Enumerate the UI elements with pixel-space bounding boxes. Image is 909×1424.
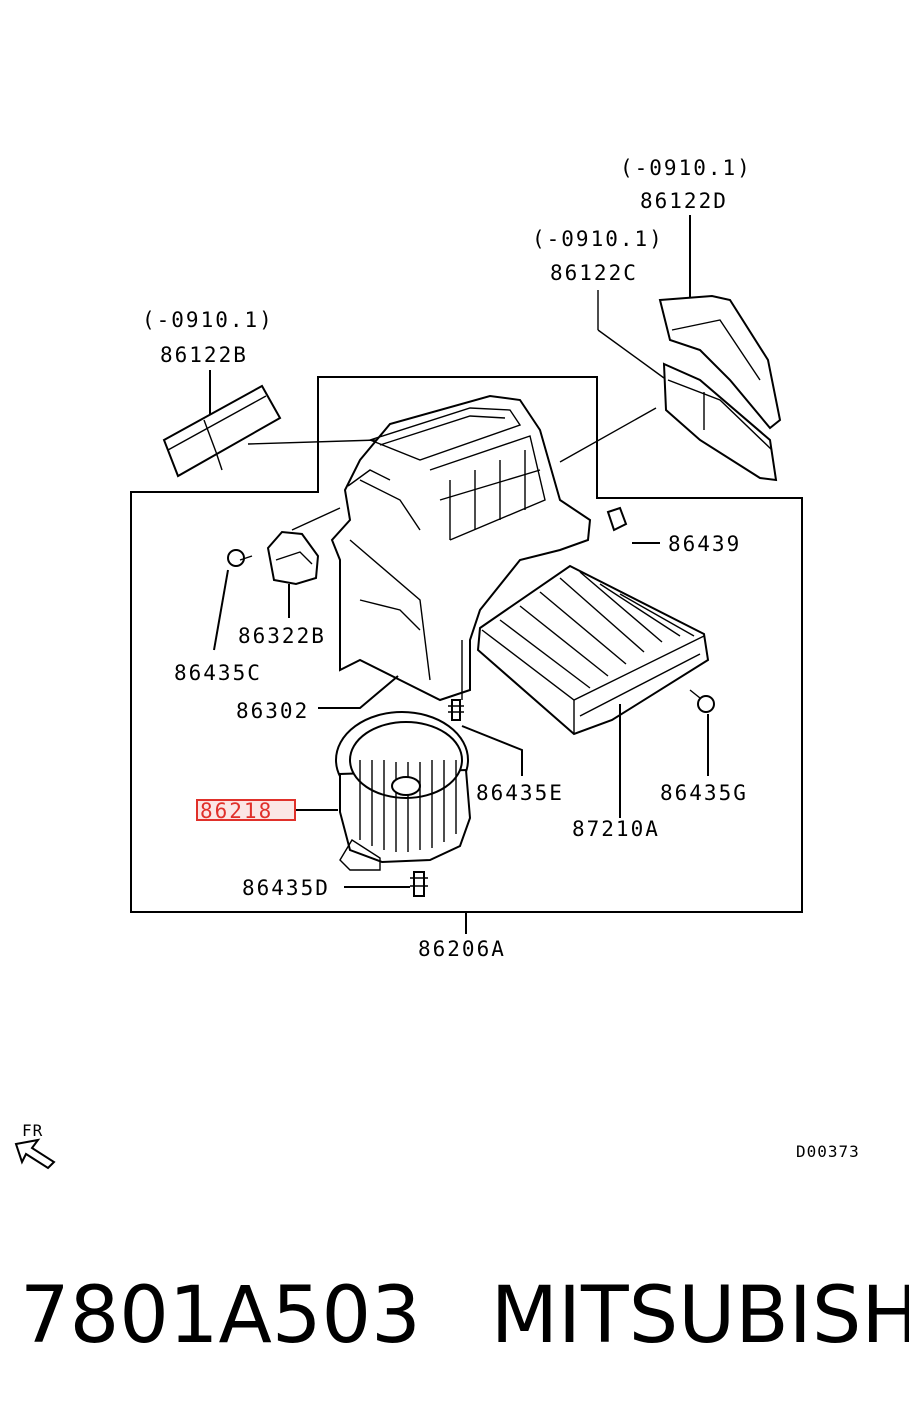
leader-86302 (318, 675, 399, 709)
screw-86435g (689, 689, 715, 776)
label-86439: 86439 (668, 532, 741, 556)
screw-86435d (344, 871, 428, 897)
label-86302: 86302 (236, 699, 309, 723)
front-indicator: FR (14, 1121, 56, 1170)
screw-86435e (448, 640, 523, 776)
label-86322b: 86322B (238, 624, 326, 648)
footer-part-number: 7801A503 (20, 1271, 421, 1361)
label-86122c: 86122C (550, 261, 638, 285)
label-86435d: 86435D (242, 876, 330, 900)
front-indicator-label: FR (22, 1121, 43, 1140)
filter-86122d (658, 215, 782, 430)
assembly-outline (130, 376, 803, 913)
label-86206a: 86206A (418, 937, 506, 961)
footer-brand: MITSUBISHI (490, 1271, 909, 1361)
diagram-code: D00373 (796, 1142, 860, 1161)
resistor-86322b (266, 530, 320, 618)
highlight-86218 (196, 799, 296, 821)
filter-86122b (162, 370, 379, 478)
label-date-86122c: (-0910.1) (532, 227, 664, 251)
front-arrow-icon (14, 1138, 56, 1170)
label-86218: 86218 (200, 799, 273, 823)
housing-86302 (291, 394, 592, 702)
filter-86122c (559, 290, 778, 482)
screw-86435c (213, 549, 253, 651)
label-86435e: 86435E (476, 781, 564, 805)
label-86122d: 86122D (640, 189, 728, 213)
blower-motor-86218 (296, 711, 472, 871)
label-date-86122b: (-0910.1) (142, 308, 274, 332)
footer-caption: 7801A503 MITSUBISHI (20, 1266, 909, 1366)
clip-86439 (606, 506, 660, 544)
label-86122b: 86122B (160, 343, 248, 367)
label-date-86122d: (-0910.1) (620, 156, 752, 180)
label-87210a: 87210A (572, 817, 660, 841)
label-86435c: 86435C (174, 661, 262, 685)
cabin-filter-87210a (476, 564, 710, 818)
label-86435g: 86435G (660, 781, 748, 805)
